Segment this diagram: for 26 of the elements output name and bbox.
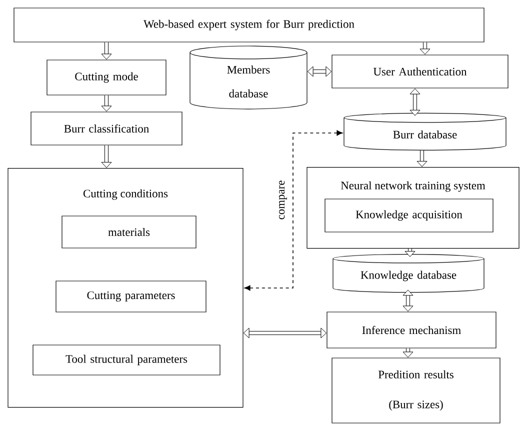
process-box: Burr classification	[30, 112, 182, 146]
edge-label: compare	[278, 179, 288, 221]
hollow-arrow	[101, 145, 112, 168]
hollow-arrow	[402, 290, 414, 312]
process-box: User Authentication	[332, 54, 508, 88]
process-box: Inference mechanism	[326, 312, 496, 348]
hollow-arrow	[404, 248, 416, 257]
database-cylinder: Knowledge database	[332, 254, 484, 293]
dashed-arrow	[244, 130, 343, 291]
database-cylinder: Members database	[190, 46, 308, 110]
process-box: materials	[62, 216, 196, 248]
process-box: Knowledge acquisition	[324, 198, 494, 232]
process-box: Cutting parameters	[56, 280, 206, 312]
hollow-arrow	[101, 95, 112, 112]
process-box: Web-based expert system for Burr prediction	[14, 8, 484, 42]
process-box: Tool structural parameters	[32, 344, 220, 376]
process-box: Cutting mode	[46, 60, 166, 96]
process-box: Predition results (Burr sizes)	[332, 358, 500, 424]
hollow-arrow	[420, 42, 430, 55]
hollow-arrow	[416, 150, 428, 167]
hollow-arrow	[402, 348, 414, 358]
hollow-arrow	[243, 328, 327, 338]
hollow-arrow	[410, 88, 420, 116]
database-cylinder: Burr database	[344, 112, 506, 150]
hollow-arrow	[307, 66, 332, 77]
hollow-arrow	[101, 42, 112, 60]
